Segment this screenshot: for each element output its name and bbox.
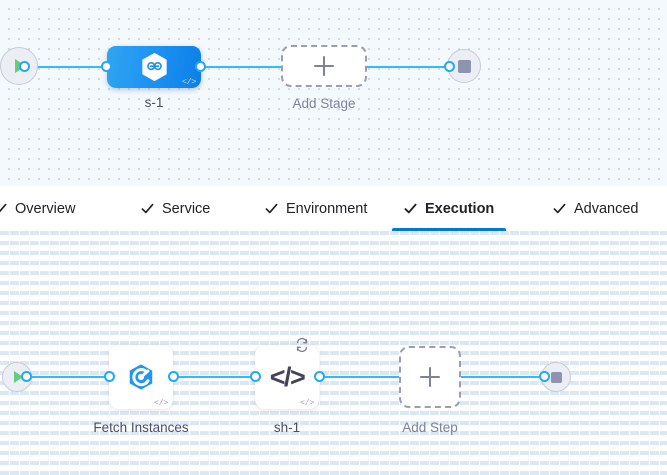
add-step-button[interactable] xyxy=(399,346,461,408)
tab-advanced[interactable]: Advanced xyxy=(553,186,639,231)
check-icon xyxy=(553,203,566,214)
execution-steps-canvas[interactable]: </> Fetch Instances </> </> sh-1 Add Ste… xyxy=(0,231,667,475)
add-stage-label: Add Stage xyxy=(292,96,356,111)
tab-overview[interactable]: Overview xyxy=(0,186,75,231)
tab-environment-label: Environment xyxy=(286,200,368,217)
step-sh1-input-port[interactable] xyxy=(250,371,261,382)
stop-icon xyxy=(550,371,562,383)
tab-service[interactable]: Service xyxy=(141,186,210,231)
stage-code-badge-icon: </> xyxy=(181,76,197,87)
edge-start-to-fetch xyxy=(26,376,110,378)
plus-icon xyxy=(314,56,334,76)
add-step-label: Add Step xyxy=(402,420,458,435)
tab-service-label: Service xyxy=(162,200,211,217)
tab-execution-label: Execution xyxy=(425,200,495,217)
stage-canvas[interactable]: </> s-1 Add Stage xyxy=(0,0,667,186)
step-node-sh1-label: sh-1 xyxy=(273,420,301,435)
step-start-output-port[interactable] xyxy=(21,371,32,382)
shell-script-code-icon: </> xyxy=(269,361,306,392)
stage-end-input-port[interactable] xyxy=(444,61,455,72)
step-node-fetch-instances-label: Fetch Instances xyxy=(93,420,189,435)
step-sh1-output-port[interactable] xyxy=(314,371,325,382)
tab-execution-underline xyxy=(392,228,507,231)
harness-hexagon-logo-icon xyxy=(141,52,167,82)
edge-add-step-to-end xyxy=(461,376,547,378)
edge-fetch-to-sh1 xyxy=(172,376,256,378)
edge-start-to-s1 xyxy=(24,66,110,68)
plus-icon xyxy=(420,367,440,387)
tab-advanced-label: Advanced xyxy=(574,200,639,217)
stop-icon xyxy=(457,59,471,73)
stage-config-tabbar: Overview Service Environment Execution xyxy=(0,186,667,231)
stage-node-s1[interactable]: </> xyxy=(107,46,201,88)
step-node-sh1[interactable]: </> </> xyxy=(255,345,319,409)
check-icon xyxy=(265,203,278,214)
tab-overview-label: Overview xyxy=(15,200,76,217)
step-end-input-port[interactable] xyxy=(539,371,550,382)
retry-loop-icon xyxy=(296,337,308,353)
step-fetch-output-port[interactable] xyxy=(168,371,179,382)
stage-node-s1-label: s-1 xyxy=(144,95,164,110)
check-icon xyxy=(404,203,417,214)
stage-s1-output-port[interactable] xyxy=(195,61,206,72)
fetch-instances-swirl-icon xyxy=(129,364,153,390)
play-icon xyxy=(13,371,23,383)
check-icon xyxy=(0,203,7,213)
edge-add-stage-to-end xyxy=(366,66,458,68)
edge-sh1-to-add-step xyxy=(318,376,400,378)
stage-s1-input-port[interactable] xyxy=(101,61,112,72)
add-stage-button[interactable] xyxy=(281,45,367,87)
step-node-fetch-instances[interactable]: </> xyxy=(109,345,173,409)
step-fetch-input-port[interactable] xyxy=(104,371,115,382)
tab-environment[interactable]: Environment xyxy=(265,186,367,231)
sh1-code-badge-icon: </> xyxy=(299,397,315,408)
check-icon xyxy=(141,203,154,214)
fetch-instances-code-badge-icon: </> xyxy=(153,397,169,408)
tab-execution[interactable]: Execution xyxy=(392,186,507,231)
edge-s1-to-add-stage xyxy=(198,66,282,68)
stage-start-output-port[interactable] xyxy=(19,61,30,72)
